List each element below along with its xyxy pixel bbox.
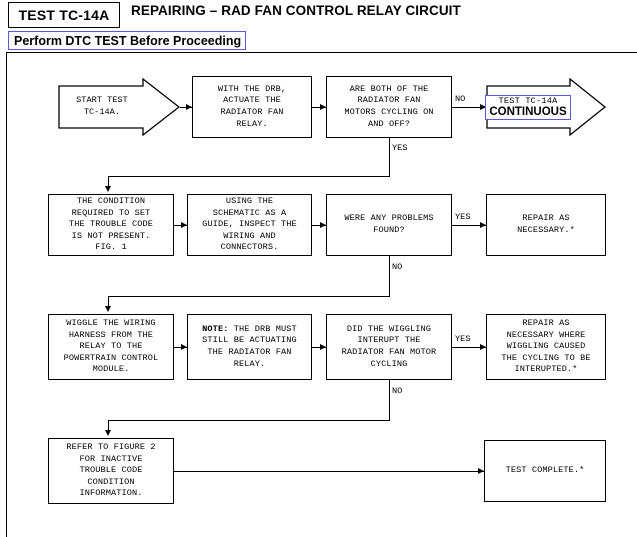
test-id-label: TEST TC-14A [18,7,110,23]
node-inspect-wiring-label: USING THE SCHEMATIC AS A GUIDE, INSPECT … [202,196,297,253]
test-id-box: TEST TC-14A [8,2,120,28]
arrowhead-to-wiggle [104,306,111,312]
edge-label-no-3: NO [392,386,403,396]
connector-wiggle-q-no-vertical [389,380,390,420]
node-condition-not-present-label: THE CONDITION REQUIRED TO SET THE TROUBL… [68,196,154,253]
node-cycling-question: ARE BOTH OF THE RADIATOR FAN MOTORS CYCL… [326,76,452,138]
arrowhead-to-actuate [186,103,192,110]
header-divider-line [6,52,637,53]
node-test-complete-label: TEST COMPLETE.* [505,465,585,476]
connector-wiggle-q-no-horizontal [108,420,390,421]
node-start-test-label: START TEST TC-14A. [76,95,128,117]
page-title: REPAIRING – RAD FAN CONTROL RELAY CIRCUI… [131,3,461,18]
node-test-complete: TEST COMPLETE.* [484,440,606,502]
edge-label-yes-1: YES [392,143,408,153]
arrow-shape-icon [58,78,180,136]
arrowhead-to-complete [478,467,484,474]
connector-note-to-wiggle-q [312,347,326,348]
arrowhead-to-note [181,343,187,350]
node-note-prefix: NOTE: [202,323,229,334]
node-actuate-relay-label: WITH THE DRB, ACTUATE THE RADIATOR FAN R… [217,83,287,129]
arrowhead-to-wiggle-q [320,343,326,350]
node-start-test: START TEST TC-14A. [58,78,180,136]
arrowhead-to-repair2 [480,343,486,350]
connector-cycling-q-yes-vertical [389,138,390,176]
connector-actuate-to-cycling-q [312,107,326,108]
connector-problems-q-yes [452,225,486,226]
node-note-drb-text: NOTE: THE DRB MUST STILL BE ACTUATING TH… [202,324,297,370]
continuous-tag: TEST TC-14A CONTINUOUS [485,94,571,120]
connector-problems-q-no-horizontal [108,296,390,297]
node-test-continuous-text-wrap: TEST TC-14A CONTINUOUS [485,78,571,136]
arrowhead-to-schematic [181,221,187,228]
dtc-precondition-banner: Perform DTC TEST Before Proceeding [8,31,246,50]
arrowhead-to-repair1 [480,221,486,228]
connector-problems-q-no-vertical [389,256,390,296]
arrowhead-to-problems-q [320,221,326,228]
arrowhead-to-refer [104,430,111,436]
arrowhead-to-cycling-q [320,103,326,110]
node-cycling-question-label: ARE BOTH OF THE RADIATOR FAN MOTORS CYCL… [344,83,434,129]
dtc-precondition-label: Perform DTC TEST Before Proceeding [14,33,242,48]
node-start-test-text-wrap: START TEST TC-14A. [58,78,146,136]
node-problems-question-label: WERE ANY PROBLEMS FOUND? [344,213,434,235]
continuous-tag-line1: TEST TC-14A [498,95,558,106]
node-wiggle-question-label: DID THE WIGGLING INTERUPT THE RADIATOR F… [341,323,437,369]
node-test-continuous: TEST TC-14A CONTINUOUS [485,78,606,136]
left-border-line [6,52,7,537]
node-problems-question: WERE ANY PROBLEMS FOUND? [326,194,452,256]
connector-no-down-to-refer [108,420,109,434]
edge-label-yes-2: YES [455,212,471,222]
node-wiggle-harness: WIGGLE THE WIRING HARNESS FROM THE RELAY… [48,314,174,380]
connector-cycling-q-no [452,107,486,108]
continuous-tag-line2: CONTINUOUS [489,105,567,118]
node-note-body: THE DRB MUST STILL BE ACTUATING THE RADI… [202,323,297,369]
arrowhead-to-continuous [480,103,486,110]
node-inspect-wiring: USING THE SCHEMATIC AS A GUIDE, INSPECT … [187,194,312,256]
node-condition-not-present: THE CONDITION REQUIRED TO SET THE TROUBL… [48,194,174,256]
node-repair-as-necessary: REPAIR AS NECESSARY.* [486,194,606,256]
connector-wiggle-q-yes [452,347,486,348]
node-refer-to-figure2-label: REFER TO FIGURE 2 FOR INACTIVE TROUBLE C… [66,442,156,499]
connector-schematic-to-problems-q [312,225,326,226]
connector-no-down-to-wiggle [108,296,109,310]
edge-label-yes-3: YES [455,334,471,344]
edge-label-no-1: NO [455,94,466,104]
node-repair-as-necessary-label: REPAIR AS NECESSARY.* [517,213,575,235]
arrowhead-to-condition [104,186,111,192]
node-note-drb: NOTE: THE DRB MUST STILL BE ACTUATING TH… [187,314,312,380]
connector-refer-to-complete [174,471,484,472]
node-repair-wiggling-label: REPAIR AS NECESSARY WHERE WIGGLING CAUSE… [501,318,591,375]
connector-yes-down-to-condition [108,176,109,190]
node-actuate-relay: WITH THE DRB, ACTUATE THE RADIATOR FAN R… [192,76,312,138]
connector-cycling-q-yes-horizontal [108,176,390,177]
edge-label-no-2: NO [392,262,403,272]
node-wiggle-question: DID THE WIGGLING INTERUPT THE RADIATOR F… [326,314,452,380]
node-refer-to-figure2: REFER TO FIGURE 2 FOR INACTIVE TROUBLE C… [48,438,174,504]
node-repair-wiggling: REPAIR AS NECESSARY WHERE WIGGLING CAUSE… [486,314,606,380]
node-wiggle-harness-label: WIGGLE THE WIRING HARNESS FROM THE RELAY… [63,318,159,375]
